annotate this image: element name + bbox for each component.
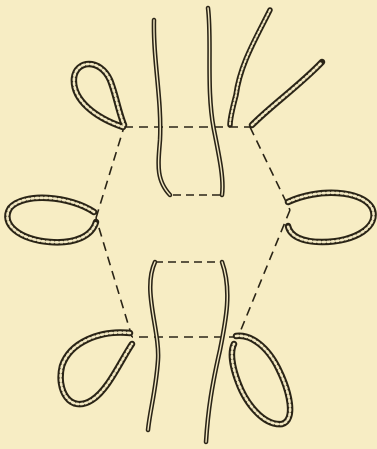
hexagon-edge (250, 127, 290, 210)
strand-lower-right (206, 262, 227, 442)
strand-lower-left (148, 262, 158, 430)
hexagon-edge (238, 210, 290, 337)
strand-upper-middle (208, 8, 223, 195)
hexagon-edge (96, 127, 124, 218)
strand-upper-right (230, 10, 270, 125)
loop-bottom-right (232, 336, 290, 424)
single-strands (148, 8, 270, 442)
loop-top-left (74, 64, 124, 127)
loop-right (288, 193, 374, 242)
rope-loops (7, 62, 373, 424)
dashed-links (155, 195, 222, 262)
hexagon-edge (96, 218, 132, 337)
rope-end-top-right (252, 62, 322, 125)
loop-left (7, 198, 96, 242)
strand-upper-left (154, 20, 170, 195)
dashed-hexagon (96, 127, 290, 337)
loop-bottom-left (61, 333, 132, 405)
